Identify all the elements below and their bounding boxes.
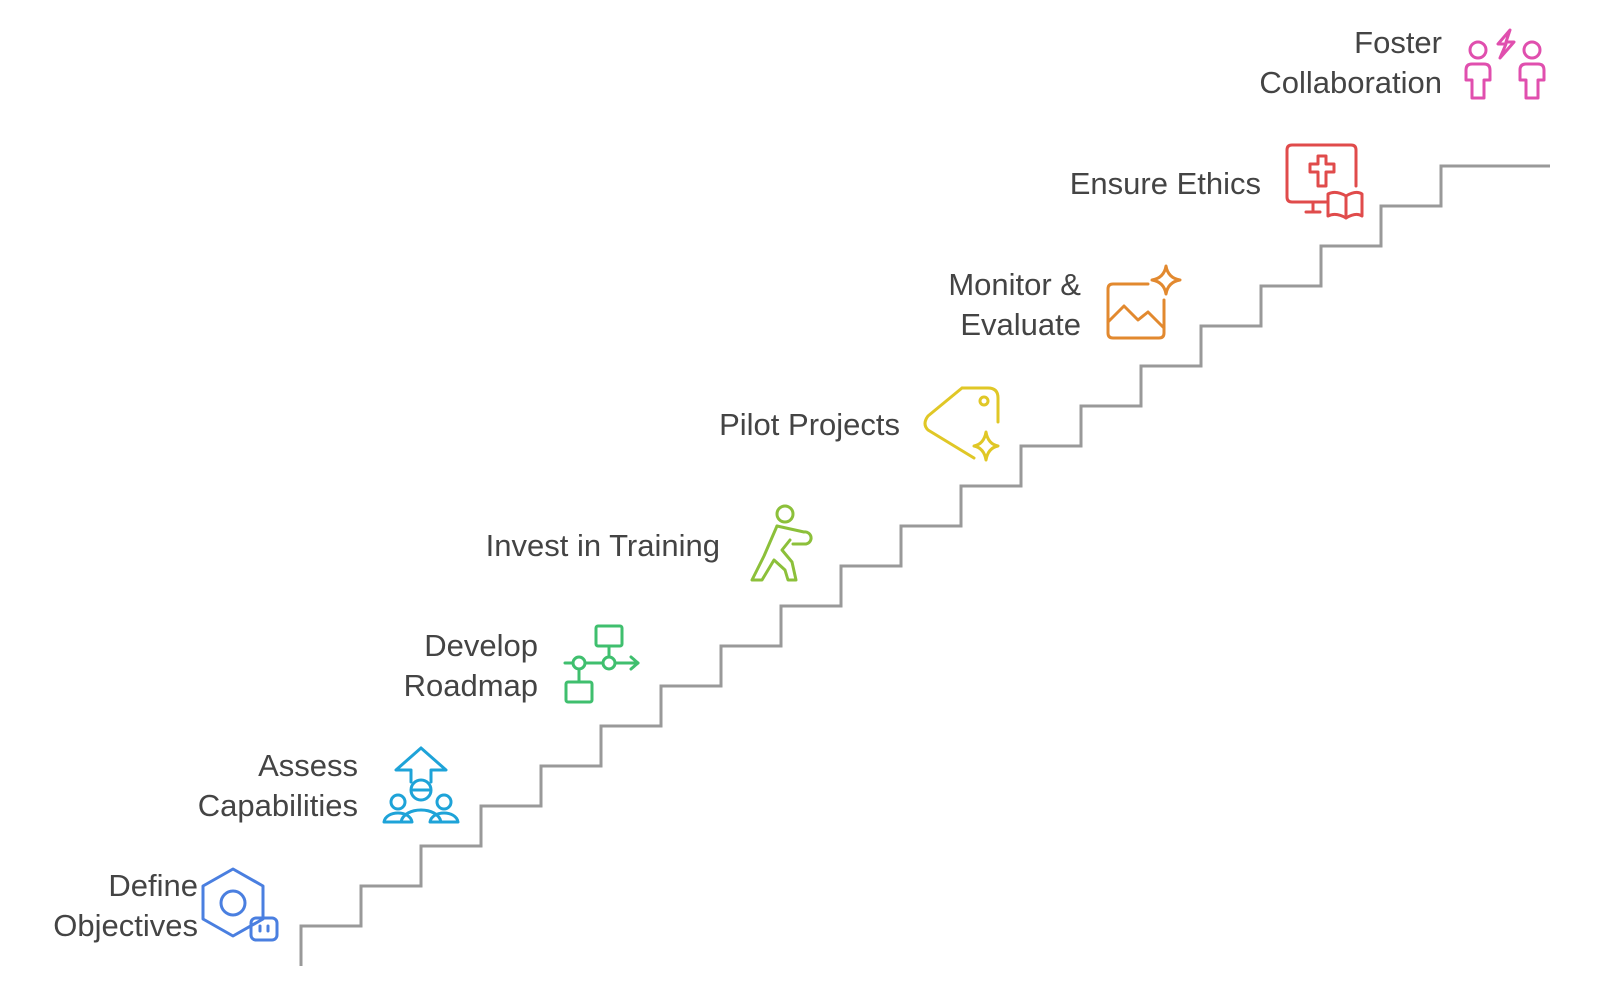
step-label-line: Collaboration	[1259, 65, 1442, 100]
step-label-ensure-ethics: Ensure Ethics	[1070, 164, 1261, 204]
step-label-line: Objectives	[53, 908, 198, 943]
tag-sparkle-icon	[923, 386, 1000, 462]
step-label-foster-collaboration: Foster Collaboration	[1259, 23, 1442, 103]
collaboration-icon	[1464, 28, 1546, 100]
step-label-line: Roadmap	[403, 668, 538, 703]
step-label-line: Develop	[424, 628, 538, 663]
ethics-book-icon	[1285, 143, 1364, 220]
step-label-line: Define	[108, 868, 198, 903]
step-label-line: Assess	[258, 748, 358, 783]
step-label-monitor-evaluate: Monitor & Evaluate	[948, 265, 1081, 345]
step-label-line: Evaluate	[960, 307, 1081, 342]
step-label-pilot-projects: Pilot Projects	[719, 405, 900, 445]
step-label-assess-capabilities: Assess Capabilities	[198, 746, 358, 826]
chart-sparkle-icon	[1106, 264, 1182, 340]
step-label-line: Monitor &	[948, 267, 1081, 302]
step-label-define-objectives: Define Objectives	[53, 866, 198, 946]
step-label-line: Capabilities	[197, 788, 358, 823]
team-growth-icon	[382, 746, 460, 824]
flowchart-icon	[563, 624, 640, 704]
step-label-line: Foster	[1354, 25, 1442, 60]
staircase-line	[299, 164, 1550, 966]
step-label-develop-roadmap: Develop Roadmap	[404, 626, 538, 706]
step-label-invest-in-training: Invest in Training	[486, 526, 720, 566]
step-label-line: Invest in Training	[485, 528, 720, 563]
gear-bot-icon	[201, 867, 279, 942]
running-person-icon	[750, 504, 813, 582]
step-label-line: Pilot Projects	[719, 407, 900, 442]
step-label-line: Ensure Ethics	[1069, 166, 1261, 201]
